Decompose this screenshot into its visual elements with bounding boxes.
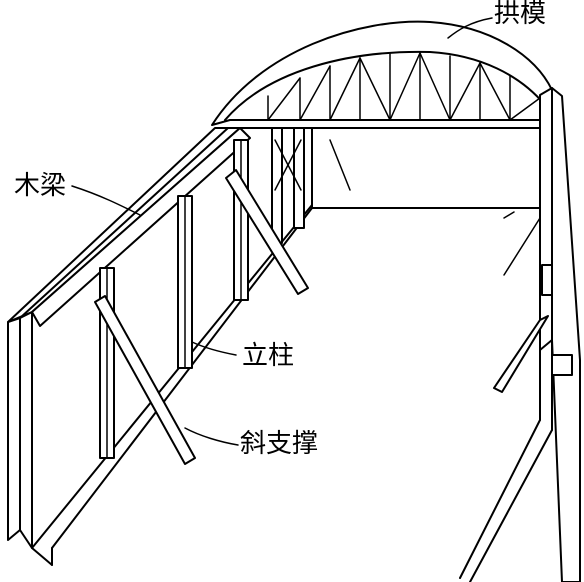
wood-beam (7, 127, 251, 327)
back-wall (311, 127, 541, 209)
leader-lines (71, 17, 493, 446)
label-wood-beam: 木梁 (14, 171, 66, 201)
column-leader (191, 341, 237, 356)
right-wall (459, 87, 581, 582)
right-column-bracket (551, 354, 573, 376)
diagonal-brace-2 (225, 169, 309, 295)
right-diagonal-brace (493, 315, 549, 393)
label-column: 立柱 (242, 341, 294, 371)
arch-form-leader (447, 17, 493, 39)
diagonal-brace-leader (184, 427, 239, 446)
wood-beam-leader (71, 185, 141, 216)
label-arch-form: 拱模 (494, 0, 546, 29)
diagonal-brace-group (94, 169, 309, 465)
left-wall (7, 204, 313, 566)
diagonal-brace-1 (94, 295, 196, 465)
arch-form (211, 20, 556, 129)
right-column-1 (541, 264, 553, 296)
label-diagonal-brace: 斜支撑 (240, 429, 318, 459)
